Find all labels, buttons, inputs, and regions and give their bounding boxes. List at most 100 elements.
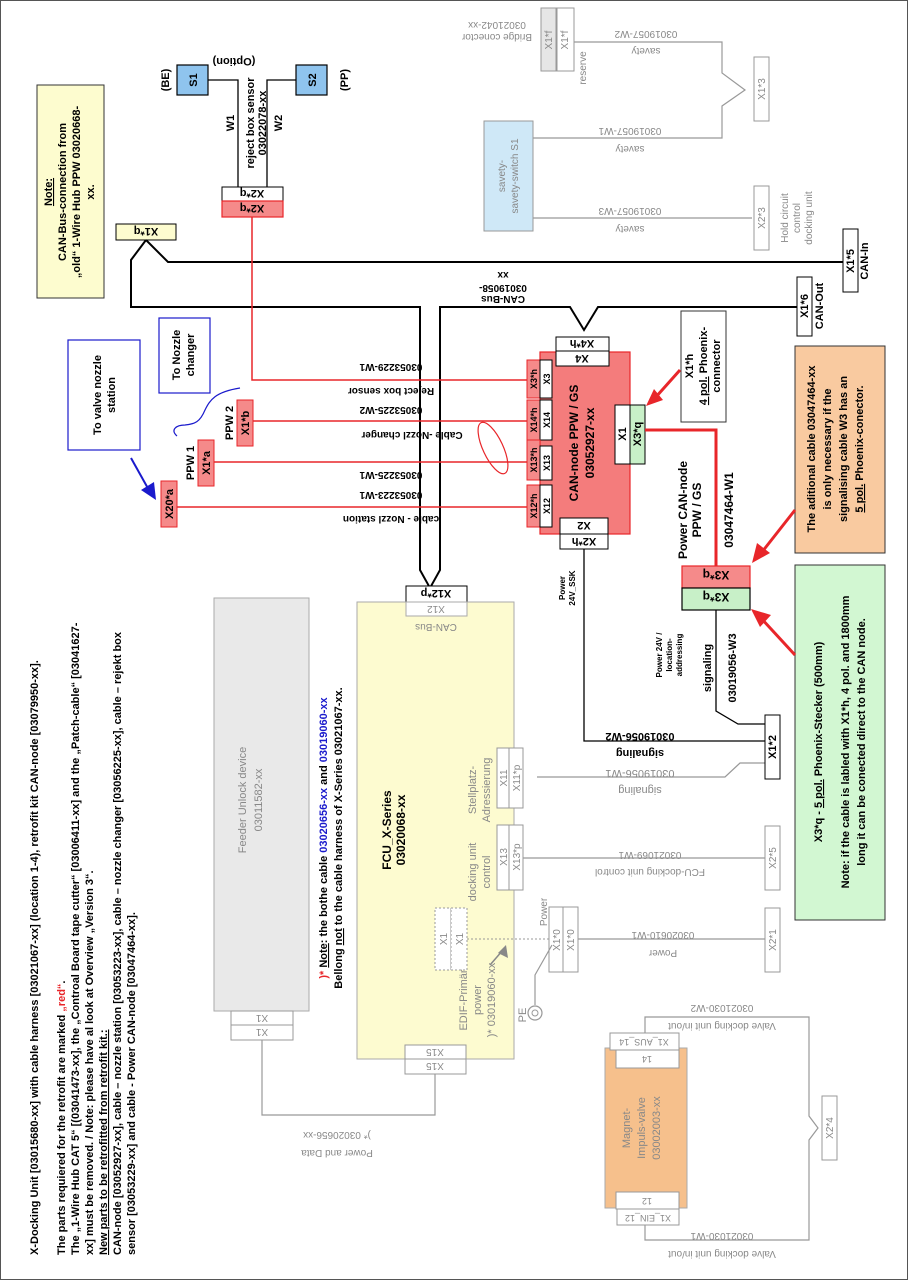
note-line-3: xx. xyxy=(85,184,97,199)
connector-x2h-label: X2*h xyxy=(571,535,596,547)
connector-x1-feeder-a-label: X1 xyxy=(255,1012,268,1023)
bridge-connector-b-label: X1*f xyxy=(560,30,571,49)
phoenix-line-1: X1*h xyxy=(684,353,696,378)
connector-x3q-node[interactable] xyxy=(629,404,646,465)
fcu-canbus-label: CAN-Bus xyxy=(415,621,457,632)
option-label: (Option) xyxy=(212,55,255,67)
connector-x1b-label: X1*b xyxy=(240,410,252,435)
sensor-s2-label: S2 xyxy=(307,73,319,86)
safety-switch-s1[interactable] xyxy=(483,120,534,232)
connector-x2q-lower-label: X2*q xyxy=(240,202,264,214)
connector-x3q-node-label: X3*q xyxy=(632,422,644,446)
connector-x12-fcu[interactable] xyxy=(405,601,468,617)
connector-x12-fcu-label: X12 xyxy=(427,603,445,614)
power-can-node: Power CAN-node PPW / GS 03047464-W1 X3*q… xyxy=(645,428,751,611)
connector-x15-label: X1*5 xyxy=(845,249,857,273)
header-text: X-Docking Unit [03015680-xx] with cable … xyxy=(29,622,138,1255)
bridge-connector-a[interactable] xyxy=(540,7,557,72)
safety-w1-part: 03019057-W1 xyxy=(598,125,661,136)
connector-x1-edif-a[interactable] xyxy=(434,907,452,971)
bridge-connector-b[interactable] xyxy=(556,7,575,72)
bridge-name: Bridge conector xyxy=(461,31,532,42)
connector-x4h-label: X4*h xyxy=(569,337,594,349)
signaling-w2-label: signaling xyxy=(616,747,664,759)
connector-x1-edif-b[interactable] xyxy=(450,907,468,971)
connector-x12p-label: X12*p xyxy=(420,587,451,599)
feeder-name: Feeder Unlock device xyxy=(237,747,249,853)
power-can-title-1: Power CAN-node xyxy=(676,461,690,559)
fcu-body[interactable] xyxy=(356,601,515,1060)
connector-x12[interactable] xyxy=(539,484,553,528)
can-node-part: 03052927-xx xyxy=(583,407,597,478)
can-in-label: CAN-In xyxy=(859,242,871,280)
edif-2: power xyxy=(472,985,484,1015)
valve-w1-label: Valve docking unit in/out xyxy=(668,1248,776,1259)
connector-x12-signal[interactable] xyxy=(764,714,781,780)
power-loc-1: Power 24V / xyxy=(655,632,664,678)
orange-note-box xyxy=(794,345,886,554)
valve-w2-label: Valve docking unit in/out xyxy=(668,1020,776,1031)
docking-control-1: docking unit xyxy=(467,843,479,902)
stellplatz-2: Adressierung xyxy=(481,758,493,823)
sensor-s1[interactable] xyxy=(176,64,209,96)
connector-x11p[interactable] xyxy=(508,747,524,809)
connector-x13[interactable] xyxy=(753,56,770,122)
connector-x13[interactable] xyxy=(539,445,553,481)
connector-x1b[interactable] xyxy=(236,399,254,447)
connector-x23[interactable] xyxy=(753,185,770,251)
connector-x12-label: X12 xyxy=(542,498,552,514)
fcu-note-line-1: )* Note: the bothe cable 03020656-xx and… xyxy=(318,696,330,978)
ppw1-label: PPW 1 xyxy=(185,446,197,480)
sensor-s1-label: S1 xyxy=(188,73,200,86)
ppw2-label: PPW 2 xyxy=(224,406,236,440)
connector-x15-can-in[interactable] xyxy=(842,228,859,293)
can-out-label: CAN-Out xyxy=(814,282,826,329)
connector-x10a-label: X1*0 xyxy=(552,929,563,951)
connector-x13h-label: X13*h xyxy=(529,447,539,472)
connector-x10b[interactable] xyxy=(562,906,579,973)
magnet-valve-body[interactable] xyxy=(604,1047,688,1209)
header-line-4: xx] must be removed. / Note: please have… xyxy=(84,870,96,1255)
arrow-valve-station xyxy=(130,457,151,493)
can-node-title: CAN-node PPW / GS xyxy=(567,385,581,502)
valve-nozzle-2: station xyxy=(106,377,118,413)
connector-x1a[interactable] xyxy=(197,439,215,487)
orange-note-line-3: signalising cable W3 has an xyxy=(838,376,850,522)
signaling-w1-label: signaling xyxy=(618,784,661,796)
connector-x2-label: X2 xyxy=(577,519,590,531)
connector-x20a[interactable] xyxy=(160,480,178,528)
green-note-line-1: X3*q - 5 pol. Phoenix-Stecker (500mm) xyxy=(813,641,825,842)
reject-cable-part: 03053229-W1 xyxy=(359,361,422,372)
connector-x24[interactable] xyxy=(821,1095,838,1161)
hold-circuit-3: docking unit xyxy=(804,191,815,245)
power-loc-2: location- xyxy=(665,638,674,672)
connector-x3q-green-label: X3*q xyxy=(703,590,730,604)
connector-x14[interactable] xyxy=(539,399,553,441)
connector-x3[interactable] xyxy=(539,359,553,399)
arrow-head-icon xyxy=(752,543,770,563)
valve-conn-x1ein[interactable] xyxy=(616,1208,680,1226)
orange-note: The aditional cable 03047464-xx is only … xyxy=(752,345,886,563)
phoenix-line-2: 4 pol. Phoenix- xyxy=(698,327,710,406)
sensor-s2[interactable] xyxy=(295,64,328,96)
safety-w3-part: 03019057-W3 xyxy=(598,205,661,216)
connector-x24-label: X2*4 xyxy=(825,1117,836,1139)
connector-x21[interactable] xyxy=(764,907,781,973)
connector-x15b-fcu-label: X15 xyxy=(426,1046,444,1057)
connector-x25[interactable] xyxy=(764,825,781,891)
connector-x12-signal-label: X1*2 xyxy=(767,735,779,759)
connector-x4[interactable] xyxy=(555,350,610,367)
feeder-unlock-body[interactable] xyxy=(213,597,310,1012)
edif-3: )* 03019060-xx xyxy=(486,962,498,1037)
connector-x16-can-out[interactable] xyxy=(796,276,813,337)
safety-w2-part: 03019057-W2 xyxy=(614,28,677,39)
station-label: cable - Nozzl station xyxy=(343,513,439,524)
connector-x4-label: X4 xyxy=(574,352,588,364)
connector-x16-label: X1*6 xyxy=(799,294,811,318)
power-cable-label: Power xyxy=(648,947,677,958)
connector-x3q-red-label: X3*q xyxy=(703,568,730,582)
bridge-part: 03021042-xx xyxy=(468,19,526,30)
connector-x15b-fcu[interactable] xyxy=(404,1044,467,1060)
can-node: CAN-node PPW / GS 03052927-xx X4*h X4 X3… xyxy=(526,336,646,550)
safety-w1-label: savety xyxy=(616,143,645,154)
